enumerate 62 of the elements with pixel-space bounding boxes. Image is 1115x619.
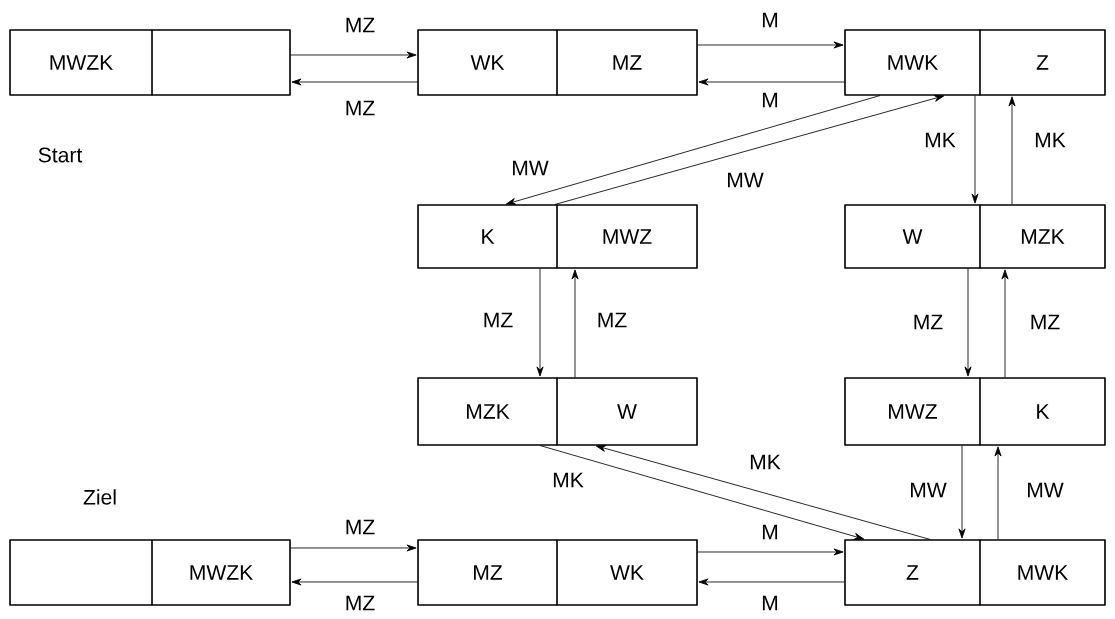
arrow: [698, 78, 845, 86]
state-cell: WK: [556, 539, 698, 606]
edge-label: MZ: [343, 16, 377, 34]
edge-label: MW: [1024, 481, 1066, 499]
state-cell: MZK: [979, 204, 1106, 269]
edge-label: MZ: [481, 311, 515, 329]
edge-label: MZ: [343, 594, 377, 612]
state-cell: WK: [417, 29, 558, 96]
arrow: [698, 578, 845, 586]
arrow: [958, 445, 966, 539]
edge-label: M: [759, 594, 781, 612]
arrow: [539, 445, 865, 540]
arrow: [571, 269, 579, 378]
state-cell: MWK: [979, 539, 1106, 606]
state-label: Start: [38, 147, 83, 163]
state-cell: W: [556, 377, 698, 446]
state-label: Ziel: [83, 489, 116, 505]
state-cell: [9, 539, 153, 606]
arrow: [994, 446, 1002, 540]
state-cell: K: [417, 204, 558, 269]
edge-label: MW: [509, 159, 551, 177]
edge-label: MZ: [343, 518, 377, 536]
state-cell: Z: [844, 539, 981, 606]
edge-label: MK: [747, 453, 783, 471]
arrow: [505, 95, 881, 205]
edge-label: MK: [550, 471, 586, 489]
state-cell: MWZK: [9, 29, 153, 96]
arrow: [291, 578, 418, 586]
edge-label: MW: [724, 171, 766, 189]
state-cell: [151, 29, 291, 96]
edge-label: MK: [1032, 131, 1068, 149]
arrow: [291, 78, 418, 86]
arrow: [1001, 269, 1009, 378]
state-cell: W: [844, 204, 981, 269]
arrow: [971, 95, 979, 204]
edge-label: M: [759, 11, 781, 29]
edge-label: MZ: [1028, 313, 1062, 331]
state-cell: MZ: [556, 29, 698, 96]
state-cell: MWZK: [151, 539, 291, 606]
arrow: [595, 445, 931, 540]
arrow: [536, 268, 544, 377]
arrow: [697, 41, 844, 49]
edge-label: M: [759, 523, 781, 541]
arrow: [697, 548, 844, 556]
state-cell: Z: [979, 29, 1106, 96]
state-cell: K: [979, 377, 1106, 446]
edge-label: MZ: [595, 311, 629, 329]
edge-label: MZ: [343, 99, 377, 117]
arrow: [1008, 96, 1016, 205]
state-cell: MWK: [844, 29, 981, 96]
arrow: [290, 544, 417, 552]
state-cell: MWZ: [844, 377, 981, 446]
arrow: [554, 95, 945, 205]
edge-label: MW: [907, 481, 949, 499]
state-cell: MZ: [417, 539, 558, 606]
edge-label: M: [759, 91, 781, 109]
state-cell: MWZ: [556, 204, 698, 269]
arrow: [964, 268, 972, 377]
edge-label: MZ: [911, 313, 945, 331]
arrow: [290, 51, 417, 59]
state-cell: MZK: [417, 377, 558, 446]
edge-label: MK: [922, 131, 958, 149]
